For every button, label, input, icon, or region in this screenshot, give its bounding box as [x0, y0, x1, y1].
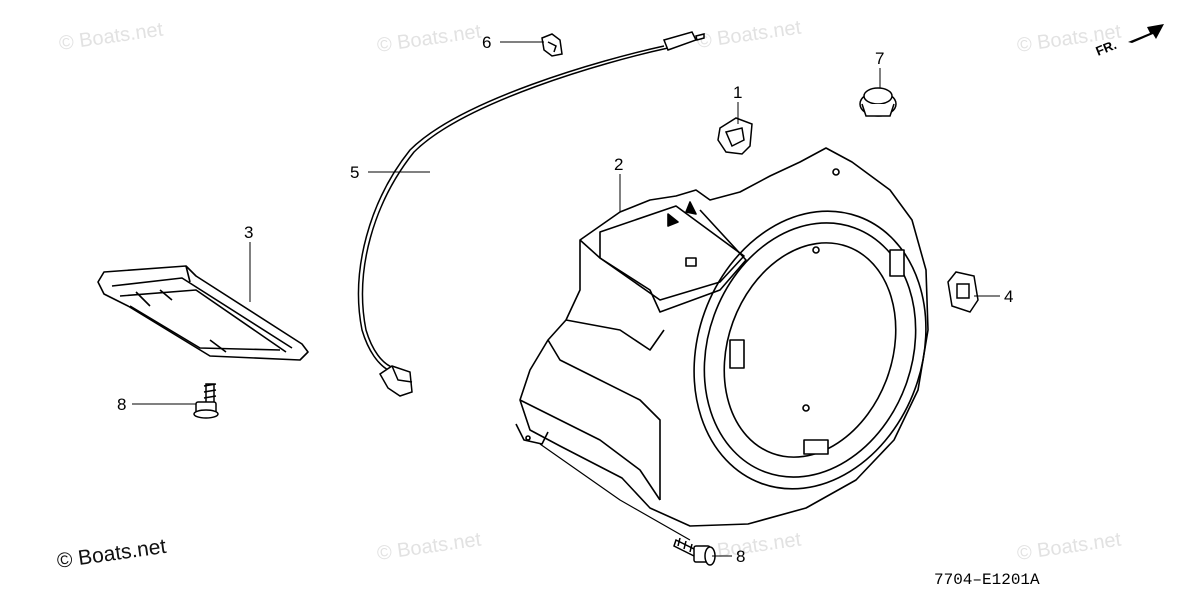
- clamp-part-1: [717, 117, 753, 155]
- callout-7: 7: [875, 49, 884, 68]
- callout-6: 6: [482, 33, 491, 52]
- bolt-bottom: [673, 537, 716, 566]
- under-cover-part: [97, 265, 309, 361]
- diagram-code: 7704–E1201A: [934, 571, 1040, 589]
- watermark-main: © Boats.net: [55, 535, 167, 573]
- callout-3: 3: [244, 223, 253, 242]
- cable-part: [357, 31, 705, 397]
- callout-1: 1: [733, 83, 742, 102]
- leader-lines: [132, 41, 1000, 557]
- callout-2: 2: [614, 155, 623, 174]
- callout-4: 4: [1004, 287, 1013, 306]
- nut-clip-part-4: [947, 271, 979, 313]
- callout-5: 5: [350, 163, 359, 182]
- front-arrow: FR.: [1094, 24, 1164, 59]
- callout-8-bottom: 8: [736, 547, 745, 566]
- fan-cover-part-2: [515, 147, 929, 541]
- callouts: 1 2 3 4 5 6 7 8 8: [117, 33, 1013, 566]
- grommet-part-7: [859, 87, 897, 117]
- bolt-left: [193, 383, 219, 419]
- watermark-2: © Boats.net: [376, 21, 483, 57]
- clip-part-6: [541, 33, 563, 57]
- front-arrow-icon: [1128, 24, 1164, 43]
- watermark-3: © Boats.net: [696, 17, 803, 53]
- watermark-1: © Boats.net: [58, 19, 165, 55]
- front-label: FR.: [1094, 37, 1119, 59]
- watermark-7: © Boats.net: [1016, 529, 1123, 565]
- watermark-5: © Boats.net: [376, 529, 483, 565]
- callout-8-left: 8: [117, 395, 126, 414]
